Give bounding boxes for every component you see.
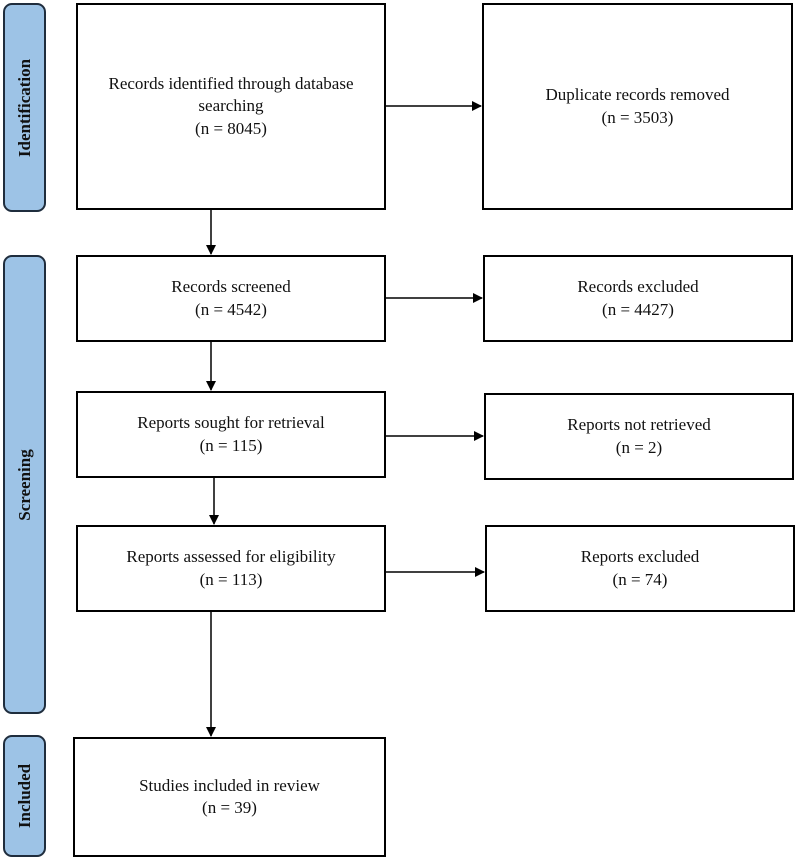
reports-not-retrieved-title: Reports not retrieved: [567, 415, 711, 435]
duplicates-removed-count: (n = 3503): [601, 107, 674, 127]
box-reports-excluded: Reports excluded (n = 74): [485, 525, 795, 612]
box-records-excluded: Records excluded (n = 4427): [483, 255, 793, 342]
records-screened-title: Records screened: [171, 277, 291, 297]
box-records-screened: Records screened (n = 4542): [76, 255, 386, 342]
studies-included-count: (n = 39): [202, 798, 257, 817]
reports-sought-title: Reports sought for retrieval: [137, 413, 325, 433]
phase-screening: Screening: [3, 255, 46, 714]
box-reports-assessed: Reports assessed for eligibility (n = 11…: [76, 525, 386, 612]
records-excluded-count: (n = 4427): [602, 299, 674, 319]
records-excluded-title: Records excluded: [577, 277, 699, 297]
box-studies-included: Studies included in review (n = 39): [73, 737, 386, 857]
box-reports-not-retrieved: Reports not retrieved (n = 2): [484, 393, 794, 480]
reports-excluded-title: Reports excluded: [580, 547, 700, 567]
records-identified-title: Records identified through database sear…: [108, 74, 354, 116]
studies-included-title: Studies included in review: [139, 775, 320, 795]
reports-excluded-count: (n = 74): [612, 569, 668, 589]
box-duplicates-removed: Duplicate records removed (n = 3503): [482, 3, 793, 210]
box-reports-sought: Reports sought for retrieval (n = 115): [76, 391, 386, 478]
reports-assessed-title: Reports assessed for eligibility: [126, 547, 336, 567]
reports-not-retrieved-count: (n = 2): [615, 437, 663, 457]
records-screened-count: (n = 4542): [195, 299, 267, 319]
records-identified-count: (n = 8045): [195, 118, 267, 138]
box-records-identified: Records identified through database sear…: [76, 3, 386, 210]
phase-identification: Identification: [3, 3, 46, 212]
phase-included: Included: [3, 735, 46, 857]
reports-sought-count: (n = 115): [199, 435, 263, 455]
reports-assessed-count: (n = 113): [199, 569, 263, 589]
duplicates-removed-title: Duplicate records removed: [545, 85, 730, 105]
